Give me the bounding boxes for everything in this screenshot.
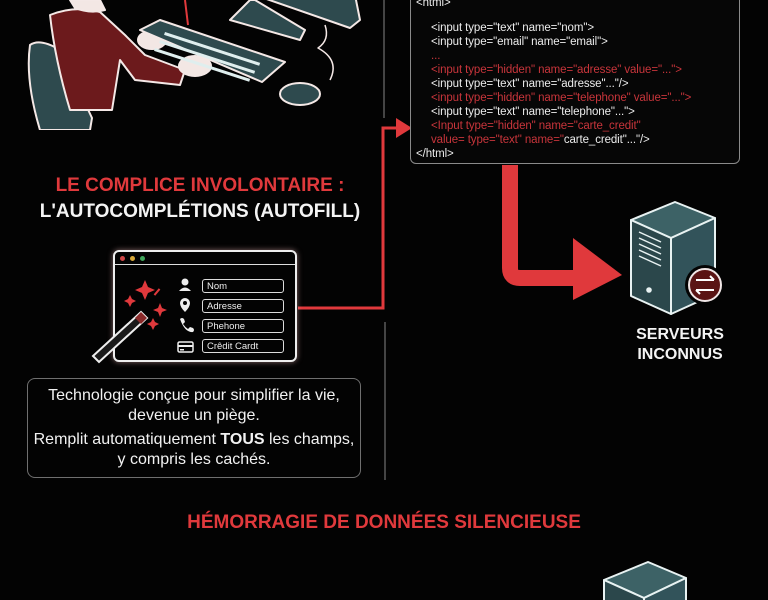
- data-flow-arrow: [502, 165, 578, 286]
- phone-icon: [180, 318, 194, 333]
- hidden-field-line: <input type="hidden" name="telephone" va…: [431, 92, 692, 104]
- form-field-icons: [177, 278, 194, 353]
- server-label-line: SERVEURS: [636, 326, 724, 343]
- section-title: HÉMORRAGIE DE DONNÉES SILENCIEUSE: [187, 512, 581, 533]
- magic-wand-icon: [91, 280, 167, 364]
- connector-line: [298, 126, 398, 310]
- autofill-description-box: Technologie conçue pour simplifier la vi…: [27, 378, 361, 478]
- credit-card-icon: [177, 341, 194, 353]
- hidden-field-line: <Input type="hidden" name="carte_credit": [431, 120, 641, 132]
- location-pin-icon: [180, 298, 190, 312]
- code-line: </html>: [416, 148, 454, 160]
- description-text: Remplit automatiquement TOUS les champs,…: [28, 430, 360, 470]
- code-line: <input type="email" name="email">: [431, 36, 608, 48]
- heading-line-2: L'AUTOCOMPLÉTIONS (AUTOFILL): [39, 201, 361, 222]
- code-fragment: value= type="text" name=": [431, 134, 564, 146]
- user-icon: [179, 278, 191, 291]
- code-line: <html>: [416, 0, 451, 9]
- form-field-nom: Nom: [202, 279, 284, 293]
- window-minimize-dot: [130, 256, 135, 261]
- heading-line-1: LE COMPLICE INVOLONTAIRE :: [55, 175, 345, 196]
- server-label-line: INCONNUS: [637, 346, 723, 363]
- code-fragment: carte_credit"..."/>: [563, 134, 650, 146]
- window-close-dot: [120, 256, 125, 261]
- window-maximize-dot: [140, 256, 145, 261]
- form-field-credit-card: Crêdit Cardt: [202, 339, 284, 353]
- person-at-computer-illustration: [27, 0, 361, 130]
- server-label: SERVEURS INCONNUS: [620, 325, 740, 365]
- code-line: <input type="text" name="nom">: [431, 22, 594, 34]
- arrow-head-icon: [573, 238, 622, 300]
- autofill-form-window: [113, 250, 297, 362]
- code-line: <input type="text" name="telephone"...">: [431, 106, 635, 118]
- mouse-icon: [279, 82, 321, 106]
- emphasis-text: TOUS: [220, 431, 265, 448]
- description-fragment: les champs, y compris les cachés.: [117, 431, 355, 468]
- autofill-heading: LE COMPLICE INVOLONTAIRE : L'AUTOCOMPLÉT…: [0, 173, 400, 225]
- description-fragment: Remplit automatiquement: [33, 431, 221, 448]
- html-code-block: <html> <input type="text" name="nom"> <i…: [410, 0, 740, 164]
- code-line: <input type="text" name="adresse"..."/>: [431, 78, 629, 90]
- exchange-arrows-icon: [685, 265, 725, 305]
- code-line: ...: [431, 50, 441, 62]
- form-field-phone: Phehone: [202, 319, 284, 333]
- form-field-adresse: Adresse: [202, 299, 284, 313]
- server-icon: [630, 201, 725, 315]
- code-line: value= type="text" name="carte_credit"..…: [431, 134, 650, 146]
- description-text: Technologie conçue pour simplifier la vi…: [48, 387, 340, 424]
- hidden-field-line: <input type="hidden" name="adresse" valu…: [431, 64, 682, 76]
- server-icon: [603, 561, 687, 600]
- arrow-head-icon: [396, 118, 412, 138]
